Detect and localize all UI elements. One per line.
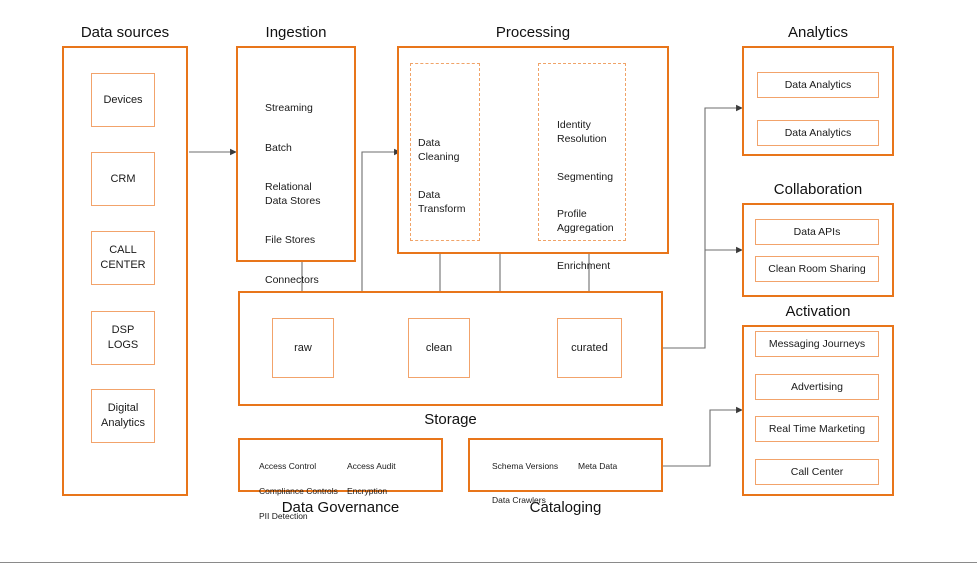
data-governance-column-left: Access Control Compliance Controls PII D… <box>259 450 359 536</box>
governance-item-encryption[interactable]: Encryption <box>347 486 388 497</box>
collaboration-title: Collaboration <box>773 181 863 198</box>
ingestion-item-batch[interactable]: Batch <box>265 141 292 154</box>
data-source-dsp-logs[interactable]: DSP LOGS <box>91 311 155 365</box>
ingestion-item-list: Streaming Batch Relational Data Stores F… <box>265 87 357 301</box>
data-governance-title: Data Governance <box>281 499 400 516</box>
cataloging-title: Cataloging <box>529 499 602 516</box>
data-source-crm[interactable]: CRM <box>91 152 155 206</box>
processing-item-data-transform[interactable]: Data Transform <box>418 188 466 215</box>
cataloging-item-schema-versions[interactable]: Schema Versions <box>492 461 559 472</box>
cataloging-container <box>468 438 663 492</box>
processing-item-profile-aggregation[interactable]: Profile Aggregation <box>557 208 614 235</box>
ingestion-title: Ingestion <box>265 24 327 41</box>
governance-item-compliance-controls[interactable]: Compliance Controls <box>259 486 338 497</box>
processing-profile-region <box>538 63 626 241</box>
governance-item-pii-detection[interactable]: PII Detection <box>259 511 308 522</box>
activation-item-messaging-journeys[interactable]: Messaging Journeys <box>755 331 879 357</box>
cataloging-item-data-crawlers[interactable]: Data Crawlers <box>492 495 546 506</box>
data-sources-title: Data sources <box>80 24 170 41</box>
storage-zone-curated[interactable]: curated <box>557 318 622 378</box>
governance-item-access-audit[interactable]: Access Audit <box>347 461 396 472</box>
processing-item-data-cleaning[interactable]: Data Cleaning <box>418 137 460 164</box>
ingestion-item-file-stores[interactable]: File Stores <box>265 234 316 247</box>
processing-prepare-list: Data Cleaning Data Transform <box>418 122 482 239</box>
collaboration-container <box>742 203 894 297</box>
processing-item-identity-resolution[interactable]: Identity Resolution <box>557 119 607 146</box>
connector-storage-to-analytics <box>663 104 743 349</box>
cataloging-column-left: Schema Versions Data Crawlers <box>492 450 584 520</box>
bottom-divider <box>0 562 977 563</box>
data-source-digital-analytics[interactable]: Digital Analytics <box>91 389 155 443</box>
cataloging-item-meta-data[interactable]: Meta Data <box>578 461 618 472</box>
activation-title: Activation <box>785 303 851 320</box>
processing-item-enrichment[interactable]: Enrichment <box>557 259 611 272</box>
data-governance-column-right: Access Audit Encryption <box>347 450 439 511</box>
connector-cataloging-to-activation <box>663 406 743 467</box>
collaboration-item-data-apis[interactable]: Data APIs <box>755 219 879 245</box>
cataloging-column-right: Meta Data <box>578 450 658 486</box>
governance-item-access-control[interactable]: Access Control <box>259 461 317 472</box>
ingestion-item-streaming[interactable]: Streaming <box>265 102 313 115</box>
storage-title: Storage <box>424 411 477 428</box>
data-governance-container <box>238 438 443 492</box>
data-source-devices[interactable]: Devices <box>91 73 155 127</box>
storage-zone-clean[interactable]: clean <box>408 318 470 378</box>
analytics-title: Analytics <box>787 24 849 41</box>
data-source-call-center[interactable]: CALL CENTER <box>91 231 155 285</box>
analytics-item-data-analytics-2[interactable]: Data Analytics <box>757 120 879 146</box>
processing-profile-list: Identity Resolution Segmenting Profile A… <box>557 104 629 296</box>
activation-item-call-center[interactable]: Call Center <box>755 459 879 485</box>
analytics-item-data-analytics-1[interactable]: Data Analytics <box>757 72 879 98</box>
storage-zone-raw[interactable]: raw <box>272 318 334 378</box>
processing-item-segmenting[interactable]: Segmenting <box>557 170 614 183</box>
activation-item-advertising[interactable]: Advertising <box>755 374 879 400</box>
ingestion-item-connectors[interactable]: Connectors <box>265 273 319 286</box>
ingestion-item-relational-data-stores[interactable]: Relational Data Stores <box>265 180 321 208</box>
collaboration-item-clean-room-sharing[interactable]: Clean Room Sharing <box>755 256 879 282</box>
processing-title: Processing <box>495 24 571 41</box>
activation-item-real-time-marketing[interactable]: Real Time Marketing <box>755 416 879 442</box>
